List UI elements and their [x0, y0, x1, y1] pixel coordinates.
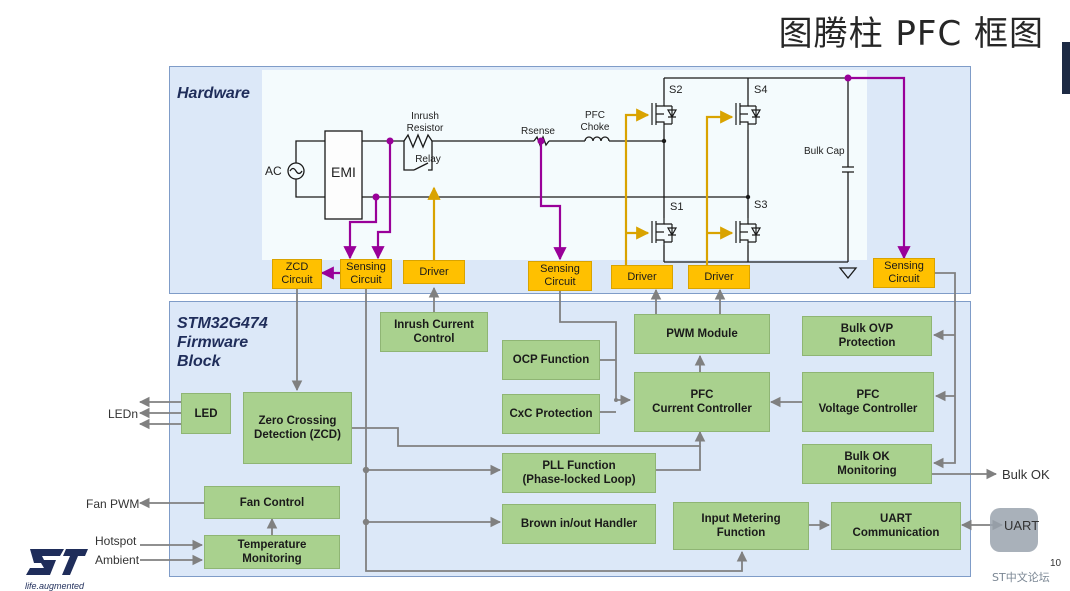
sensing-circuit-1-block: Sensing Circuit [340, 259, 392, 289]
emi-label: EMI [331, 164, 356, 180]
fan-control-block: Fan Control [204, 486, 340, 519]
bulk-cap [842, 166, 854, 173]
mosfet-s4-icon [735, 100, 762, 130]
fan-pwm-label: Fan PWM [86, 497, 140, 511]
bulk-ok-monitoring-block: Bulk OK Monitoring [802, 444, 932, 484]
led-block: LED [181, 393, 231, 434]
page-title: 图腾柱 PFC 框图 [778, 14, 1044, 54]
brown-in-out-handler-block: Brown in/out Handler [502, 504, 656, 544]
relay-label: Relay [415, 154, 441, 165]
bulk-ovp-protection-block: Bulk OVP Protection [802, 316, 932, 356]
s1-label: S1 [670, 201, 684, 213]
mosfet-s2-icon [651, 100, 678, 130]
pwm-module-block: PWM Module [634, 314, 770, 354]
hardware-panel-title: Hardware [177, 85, 250, 102]
inrush-current-control-block: Inrush Current Control [380, 312, 488, 352]
temperature-monitoring-block: Temperature Monitoring [204, 535, 340, 569]
ledn-label: LEDn [108, 407, 139, 421]
s4-label: S4 [754, 84, 768, 96]
forum-watermark-icon [990, 508, 1038, 552]
st-logo [26, 549, 88, 575]
inrush-resistor [403, 133, 433, 149]
zero-crossing-detection-block: Zero Crossing Detection (ZCD) [243, 392, 352, 464]
firmware-panel-title: STM32G474 Firmware Block [177, 315, 268, 370]
rsense-label: Rsense [521, 126, 555, 137]
zcd-circuit-block: ZCD Circuit [272, 259, 322, 289]
st-tagline: life.augmented [25, 581, 85, 591]
power-circuit [287, 77, 858, 280]
pfc-choke-label: PFC Choke [580, 110, 610, 133]
inrush-resistor-label: Inrush Resistor [406, 111, 444, 134]
sensing-circuit-2-block: Sensing Circuit [528, 261, 592, 291]
s3-label: S3 [754, 199, 768, 211]
page-number: 10 [1050, 558, 1062, 569]
emi-filter [324, 130, 363, 220]
cxc-protection-block: CxC Protection [502, 394, 600, 434]
ocp-function-block: OCP Function [502, 340, 600, 380]
title-accent-bar [1062, 42, 1070, 94]
forum-watermark-text: ST中文论坛 [992, 571, 1050, 584]
driver-s3s4-block: Driver [688, 265, 750, 289]
pll-function-block: PLL Function (Phase-locked Loop) [502, 453, 656, 493]
uart-label: UART [1004, 518, 1040, 533]
ac-label: AC [265, 164, 282, 178]
pfc-current-controller-block: PFC Current Controller [634, 372, 770, 432]
uart-communication-block: UART Communication [831, 502, 961, 550]
ambient-label: Ambient [95, 553, 140, 567]
circuit-area [262, 70, 867, 260]
mosfet-s3-icon [735, 218, 762, 245]
sensing-circuit-3-block: Sensing Circuit [873, 258, 935, 288]
input-metering-function-block: Input Metering Function [673, 502, 809, 550]
ground-symbol [838, 267, 858, 280]
hotspot-label: Hotspot [95, 534, 137, 548]
bulk-cap-label: Bulk Cap [804, 146, 845, 157]
driver-relay-block: Driver [403, 260, 465, 284]
driver-s1s2-block: Driver [611, 265, 673, 289]
pfc-voltage-controller-block: PFC Voltage Controller [802, 372, 934, 432]
pfc-choke [584, 136, 610, 142]
mosfet-s1-icon [651, 218, 678, 245]
bulk-ok-label: Bulk OK [1002, 467, 1050, 482]
s2-label: S2 [669, 84, 683, 96]
